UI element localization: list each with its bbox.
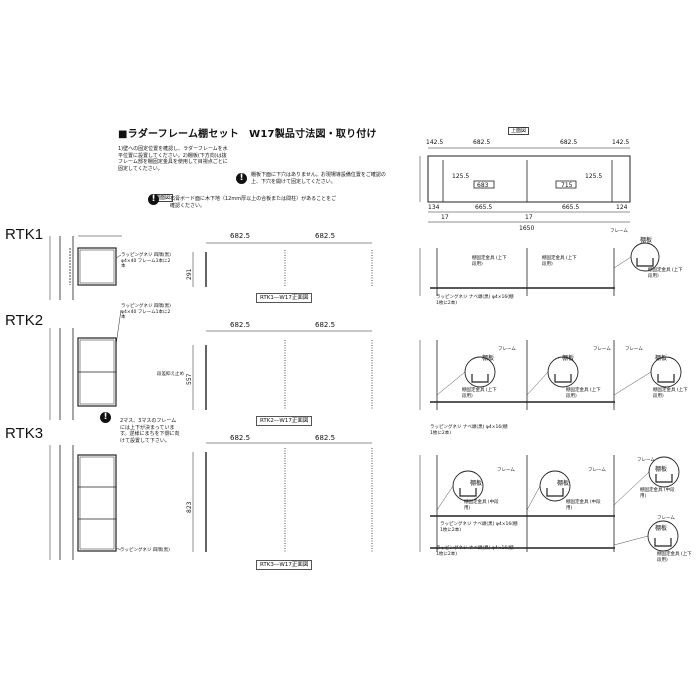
shelf-label-1: 棚板 bbox=[640, 237, 653, 244]
bracket-label-3: 棚固定金具 (上下段用) bbox=[648, 268, 683, 279]
detail-circles bbox=[452, 242, 682, 552]
installation-notes: 1)壁への固定位置を確認し、ラダーフレームを水平位置に設置してください。2)棚板… bbox=[118, 146, 228, 172]
shelf-label-6: 棚板 bbox=[557, 480, 570, 487]
frame-label-6: フレーム bbox=[588, 468, 606, 473]
shelf-view-rtk2 bbox=[419, 340, 615, 410]
top-dim-upper-2: 682.5 bbox=[473, 139, 490, 146]
top-dim-lower-5: 665.5 bbox=[562, 204, 579, 211]
stopper-label: 段差抑え止め bbox=[157, 372, 184, 377]
top-dim-upper-4: 142.5 bbox=[612, 139, 629, 146]
bracket-label-7: 棚固定金具 (上下段用) bbox=[657, 552, 692, 563]
span-dim-rtk3-right: 682.5 bbox=[315, 434, 335, 442]
top-dim-inner-3: 715 bbox=[561, 182, 573, 189]
warning-text-3: 2マス、3マスのフレームには上下が決まっています。逆様にまちを下側に向けて設置し… bbox=[120, 418, 180, 444]
top-dim-total: 1650 bbox=[519, 225, 534, 232]
side-view-rtk1 bbox=[59, 236, 117, 300]
warning-icon: ! bbox=[148, 194, 159, 205]
top-view-label: 上面図 bbox=[508, 127, 530, 136]
shelf-view-rtk1 bbox=[419, 248, 615, 296]
bracket-label-5: 棚固定金具 (上下段用) bbox=[566, 388, 601, 399]
top-dim-inner-2: 125.5 bbox=[585, 173, 602, 180]
pan-screw-label-1: ラッピングネジ ナベ頭(黒) φ4×16(棚1枚に2本) bbox=[436, 295, 514, 306]
bracket-mid-label-2: 棚固定金具 (中段用) bbox=[566, 500, 601, 511]
top-dim-lower-6: 124 bbox=[616, 204, 628, 211]
side-view-rtk2 bbox=[59, 328, 117, 420]
frame-label-2: フレーム bbox=[498, 347, 516, 352]
frame-label-3: フレーム bbox=[593, 347, 611, 352]
screw-label-rtk1: ラッピングネジ 四隅(黒) φ4×40 フレーム1本に2本 bbox=[121, 253, 171, 269]
span-dim-rtk3-left: 682.5 bbox=[230, 434, 250, 442]
rtk2-caption: RTK2―W17正面図 bbox=[256, 416, 313, 426]
rtk2-label: RTK2 bbox=[5, 312, 44, 329]
top-dim-inner-4: 683 bbox=[477, 182, 489, 189]
span-dim-rtk1-right: 682.5 bbox=[315, 232, 335, 240]
screw-label-rtk3: ラッピングネジ 四隅(黒) bbox=[120, 548, 170, 553]
frame-label-5: フレーム bbox=[497, 468, 515, 473]
frame-label-4: フレーム bbox=[625, 347, 643, 352]
rtk3-caption: RTK3―W17正面図 bbox=[256, 560, 313, 570]
screw-label-rtk2: ラッピングネジ 四隅(黒) φ4×40 フレーム1本に2本 bbox=[121, 304, 171, 320]
shelf-label-5: 棚板 bbox=[470, 480, 483, 487]
pan-screw-label-2: ラッピングネジ ナベ頭(黒) φ4×16(棚1枚に2本) bbox=[430, 425, 508, 436]
shelf-label-3: 棚板 bbox=[562, 355, 575, 362]
shelf-label-4: 棚板 bbox=[655, 355, 668, 362]
bracket-mid-label-3: 棚固定金具 (中段用) bbox=[640, 488, 675, 499]
top-dim-upper-3: 682.5 bbox=[560, 139, 577, 146]
span-dim-rtk2-right: 682.5 bbox=[315, 321, 335, 329]
front-view-rtk2 bbox=[192, 330, 373, 410]
top-view bbox=[419, 147, 631, 223]
shelf-label-7: 棚板 bbox=[655, 466, 668, 473]
side-view-rtk3 bbox=[59, 445, 117, 560]
bracket-mid-label-1: 棚固定金具 (中段用) bbox=[464, 500, 499, 511]
bracket-label-6: 棚固定金具 (上下段用) bbox=[653, 388, 688, 399]
pan-screw-label-3: ラッピングネジ ナベ頭(黒) φ4×16(棚1枚に2本) bbox=[440, 522, 518, 533]
span-dim-rtk1-left: 682.5 bbox=[230, 232, 250, 240]
warning-text-2: 石膏ボード面に木下地（12mm厚以上の合板または間柱）があることをご確認ください… bbox=[170, 196, 337, 209]
bracket-label-2: 棚固定金具 (上下段用) bbox=[542, 256, 577, 267]
warning-icon: ! bbox=[236, 173, 247, 184]
top-dim-upper-1: 142.5 bbox=[426, 139, 443, 146]
warning-text-1: 棚板下面に下穴はありません。お現場導設備位置をご確認の上、下穴を開けて固定してく… bbox=[251, 172, 386, 185]
detail-brackets bbox=[459, 258, 675, 547]
frame-label-7: フレーム bbox=[637, 458, 655, 463]
front-view-rtk1 bbox=[192, 242, 373, 287]
shelf-label-2: 棚板 bbox=[482, 355, 495, 362]
height-dim-rtk3: 823 bbox=[186, 501, 193, 513]
rtk3-label: RTK3 bbox=[5, 425, 44, 442]
frame-label-1: フレーム bbox=[610, 229, 628, 234]
shelf-view-rtk3 bbox=[419, 455, 615, 552]
bracket-label-4: 棚固定金具 (上下段用) bbox=[462, 388, 497, 399]
frame-label-8: フレーム bbox=[657, 516, 675, 521]
bracket-label-1: 棚固定金具 (上下段用) bbox=[472, 256, 507, 267]
top-dim-lower-4: 17 bbox=[525, 214, 533, 221]
top-dim-lower-2: 17 bbox=[441, 214, 449, 221]
shelf-label-8: 棚板 bbox=[655, 525, 668, 532]
rtk1-label: RTK1 bbox=[5, 226, 44, 243]
height-dim-rtk1: 291 bbox=[186, 268, 193, 280]
height-dim-rtk2: 557 bbox=[186, 373, 193, 385]
rtk1-caption: RTK1―W17正面図 bbox=[256, 293, 313, 303]
top-dim-lower-1: 134 bbox=[428, 204, 440, 211]
span-dim-rtk2-left: 682.5 bbox=[230, 321, 250, 329]
warning-icon: ! bbox=[100, 412, 111, 423]
top-dim-lower-3: 665.5 bbox=[475, 204, 492, 211]
front-view-rtk3 bbox=[192, 442, 373, 552]
top-dim-inner-1: 125.5 bbox=[452, 173, 469, 180]
drawing-title: ■ラダーフレーム棚セット W17製品寸法図・取り付け bbox=[118, 129, 377, 140]
